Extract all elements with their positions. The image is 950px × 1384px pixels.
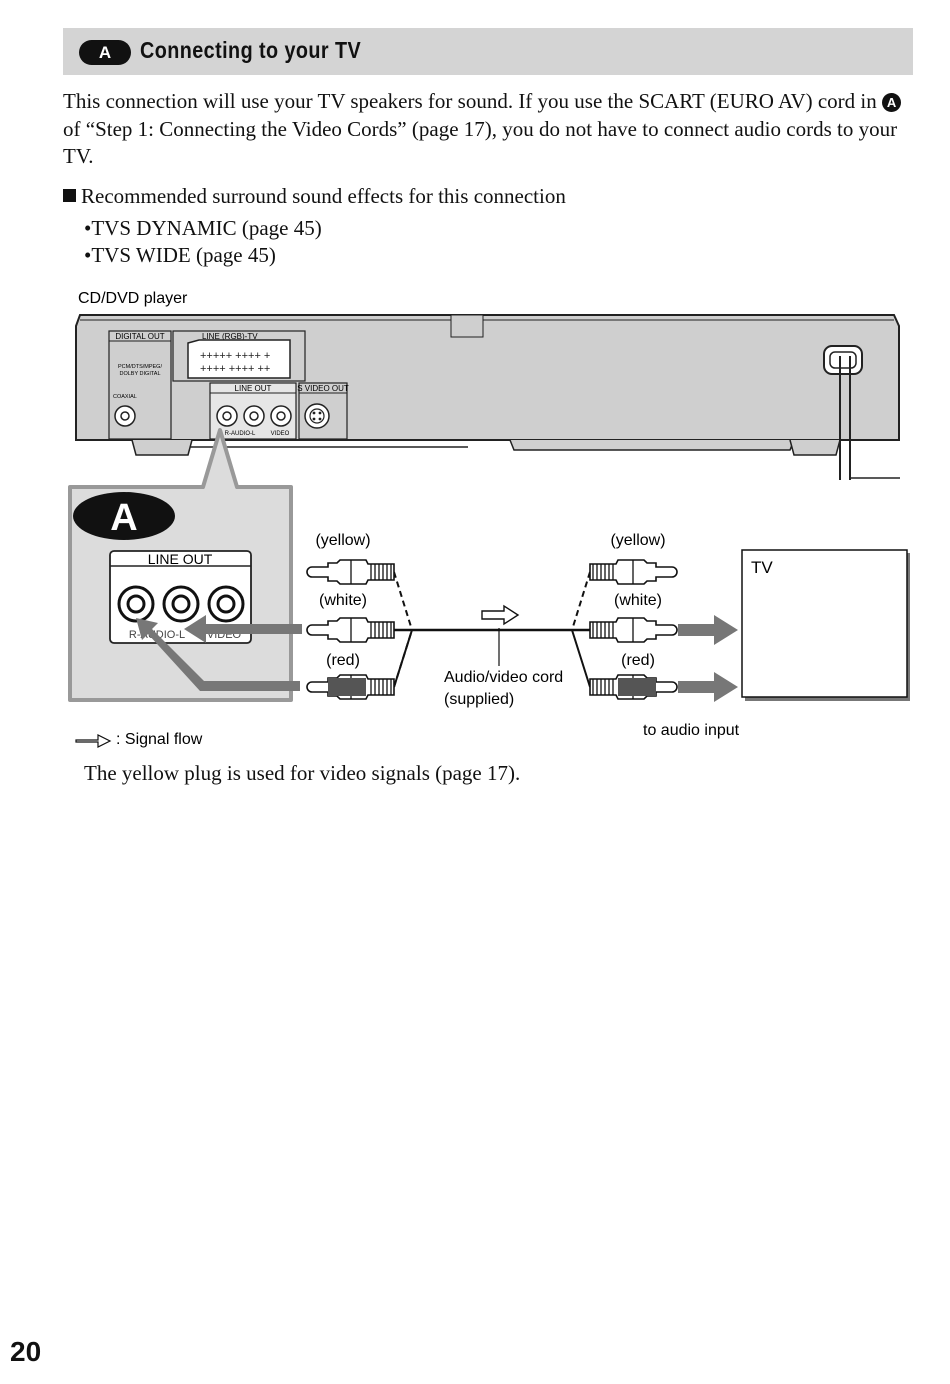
signal-flow-label: : Signal flow (116, 731, 203, 748)
tv-label: TV (751, 558, 773, 577)
svg-text:++++ ++++ ++: ++++ ++++ ++ (200, 363, 270, 375)
connection-diagram: CD/DVD player DIGITAL OUT PCM/DTS/MPEG/ … (68, 290, 910, 748)
signal-flow-arrows-icon (136, 615, 302, 691)
recommended-heading: Recommended surround sound effects for t… (63, 184, 566, 209)
power-cord-icon (839, 356, 851, 480)
page-number: 20 (10, 1336, 42, 1367)
cord-label-supplied: (supplied) (444, 691, 514, 708)
callout-jacks-icon (117, 585, 245, 623)
line-out-jacks-icon (216, 405, 292, 427)
left-plugs (306, 559, 395, 700)
plug-red-right-icon (589, 674, 678, 700)
plug-color-label: (red) (621, 652, 655, 669)
svg-text:+++++ ++++ +: +++++ ++++ + (200, 350, 270, 362)
scart-label: LINE (RGB)-TV (202, 332, 258, 341)
player-rear-panel: DIGITAL OUT PCM/DTS/MPEG/ DOLBY DIGITAL … (75, 314, 900, 480)
plug-white-left-icon (306, 617, 395, 643)
section-title: Connecting to your TV (140, 37, 362, 63)
callout-badge-icon (73, 492, 175, 540)
audio-jacks-label: R-AUDIO-L (225, 431, 256, 437)
audio-video-cord (393, 571, 591, 688)
line-out-callout: A LINE OUT R-AUDIO-L VIDEO (68, 428, 302, 702)
recommended-item: •TVS DYNAMIC (page 45) (84, 216, 322, 240)
yellow-plug-note: The yellow plug is used for video signal… (84, 761, 521, 785)
coaxial-label: COAXIAL (113, 394, 137, 400)
tv-input-arrow-icon (678, 672, 738, 702)
player-label: CD/DVD player (78, 290, 188, 307)
intro-text-1: This connection will use your TV speaker… (63, 89, 883, 113)
right-plugs (589, 559, 678, 700)
section-badge: A (79, 40, 131, 65)
video-jack-label: VIDEO (271, 431, 290, 437)
plug-color-label: (red) (326, 652, 360, 669)
plug-color-label: (white) (614, 592, 662, 609)
plug-yellow-right-icon (589, 559, 678, 585)
plug-red-left-icon (306, 674, 395, 700)
callout-badge: A (110, 497, 137, 539)
intro-paragraph: This connection will use your TV speaker… (63, 88, 915, 171)
plug-color-label: (yellow) (610, 532, 665, 549)
circle-a-badge: A (882, 93, 902, 112)
square-bullet-icon (63, 189, 76, 202)
tv-box: TV (741, 549, 910, 701)
audio-input-label: to audio input (643, 722, 740, 739)
s-video-out-label: S VIDEO OUT (297, 384, 349, 393)
signal-flow-legend-icon (75, 734, 112, 748)
plug-yellow-left-icon (306, 559, 395, 585)
section-header: A Connecting to your TV (63, 28, 913, 75)
plug-white-right-icon (589, 617, 678, 643)
cord-label: Audio/video cord (444, 669, 563, 686)
line-out-label: LINE OUT (235, 384, 272, 393)
scart-connector-icon (187, 339, 291, 379)
callout-line-out-label: LINE OUT (148, 551, 213, 567)
recommended-heading-text: Recommended surround sound effects for t… (81, 184, 566, 208)
cord-signal-arrow-icon (481, 604, 520, 626)
digital-formats-label-2: DOLBY DIGITAL (119, 371, 160, 377)
plug-color-label: (white) (319, 592, 367, 609)
recommended-item: •TVS WIDE (page 45) (84, 243, 276, 267)
digital-out-label: DIGITAL OUT (115, 332, 164, 341)
digital-formats-label: PCM/DTS/MPEG/ (118, 364, 162, 370)
tv-input-arrow-icon (678, 615, 738, 645)
intro-text-2: of “Step 1: Connecting the Video Cords” … (63, 116, 898, 169)
plug-color-label: (yellow) (315, 532, 370, 549)
